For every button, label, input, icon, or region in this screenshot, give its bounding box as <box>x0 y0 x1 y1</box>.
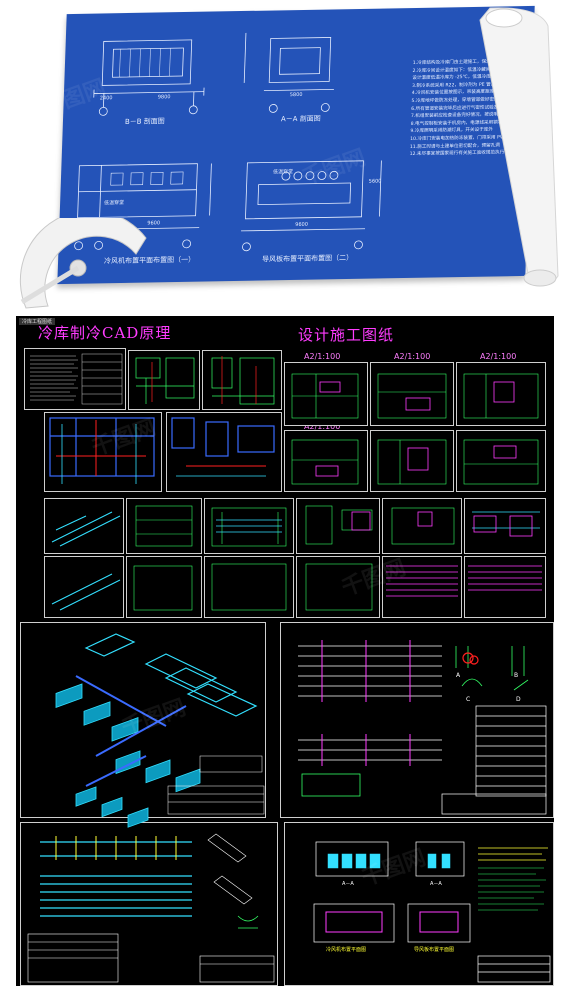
section-aa-label: A－A 剖面图 <box>280 114 321 124</box>
main-title: 冷库制冷CAD原理 <box>38 324 172 342</box>
scale-label-3: A2/1:100 <box>480 352 517 361</box>
pane-detail-6 <box>44 556 124 618</box>
dim-5800: 5800 <box>289 91 303 99</box>
pane-schematic-1 <box>128 350 200 410</box>
protractor-icon <box>19 218 147 309</box>
pane-coil-detail <box>280 622 554 818</box>
section-aa-cad: A－A <box>342 881 354 887</box>
sub-title: 设计施工图纸 <box>298 326 395 344</box>
drawing-tab[interactable]: 冷库工程图纸 <box>19 318 56 325</box>
scale-label-1: A2/1:100 <box>304 352 341 361</box>
pane-plan-6 <box>456 430 546 492</box>
paper-roll <box>479 7 559 287</box>
pane-detail-9 <box>296 556 380 618</box>
pane-isometric-piping <box>20 622 266 818</box>
pane-plan-3 <box>456 362 546 426</box>
pane-plan-4 <box>284 430 368 492</box>
dim-9800: 9800 <box>157 94 171 101</box>
pane-plan-1 <box>284 362 368 426</box>
pane-detail-8 <box>204 556 294 618</box>
scale-label-4: A2/1:100 <box>304 422 341 431</box>
detail-label-d: D <box>516 696 521 703</box>
plan-label-cad-2: 导风板布置平面图 <box>414 947 455 953</box>
room-label: 低温穿堂 <box>103 199 125 207</box>
dim-5600: 5600 <box>368 178 382 185</box>
dim-2400-top: 2400 <box>99 95 113 102</box>
dim-9600-plan2: 9600 <box>295 221 309 228</box>
pane-piping-diagram <box>44 412 162 492</box>
pane-detail-7 <box>126 556 202 618</box>
pane-schematic-2 <box>202 350 282 410</box>
pane-detail-5 <box>464 498 546 554</box>
detail-label-b: B <box>514 672 519 679</box>
scale-label-2: A2/1:100 <box>394 352 431 361</box>
plan-2-label: 导风板布置平面布置图（二） <box>261 253 354 264</box>
blueprint-drawing <box>69 32 382 252</box>
cad-linework <box>27 353 551 983</box>
section-bb-label: B－B 剖面图 <box>124 117 165 127</box>
cad-drawing-sheet: 冷库工程图纸 冷库制冷CAD原理 设计施工图纸 A2/1:100 A2/1:10… <box>16 316 554 986</box>
pane-notes <box>24 348 126 410</box>
section-aa-cad-2: A－A <box>430 881 442 887</box>
room-label-2: 低温穿堂 <box>272 169 294 176</box>
detail-label-c: C <box>466 696 471 703</box>
pane-plan-2 <box>370 362 454 426</box>
pane-evaporator-detail <box>20 822 278 986</box>
pane-plan-5 <box>370 430 454 492</box>
detail-label-a: A <box>456 672 461 679</box>
plan-label-cad-1: 冷风机布置平面图 <box>326 947 367 953</box>
pane-detail-3 <box>296 498 380 554</box>
blueprint-sheet: B－B 剖面图 A－A 剖面图 冷风机布置平面布置图（一） 导风板布置平面布置图… <box>57 5 546 285</box>
pane-detail-1 <box>126 498 202 554</box>
